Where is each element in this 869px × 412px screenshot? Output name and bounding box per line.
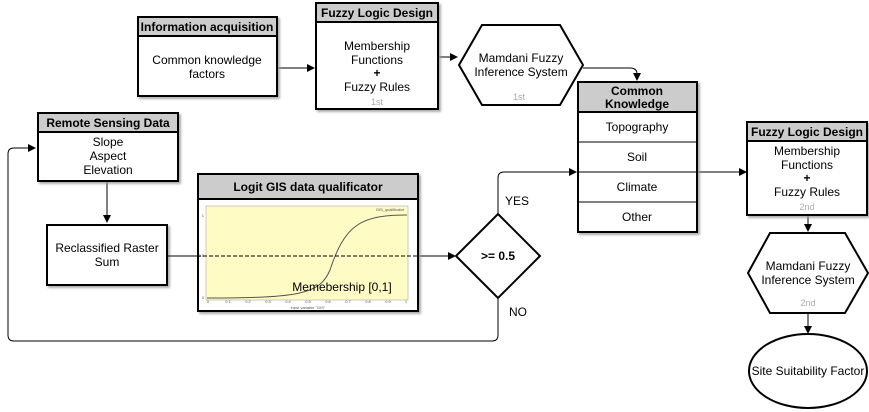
fld2-tag: 2nd xyxy=(799,202,814,212)
rs-line3: Elevation xyxy=(83,163,132,177)
xtick-6: 0.6 xyxy=(325,299,331,304)
common-item-topography: Topography xyxy=(606,120,669,134)
ytick-1: 1 xyxy=(202,213,205,218)
common-knowledge-table: Common Knowledge Topography Soil Climate… xyxy=(577,81,698,233)
xtick-3: 0.3 xyxy=(265,299,271,304)
mamdani1-line2: Inference System xyxy=(474,65,567,79)
arrow-mamdani1-to-common xyxy=(583,67,641,81)
xtick-5: 0.5 xyxy=(305,299,311,304)
xtick-1: 0.1 xyxy=(225,299,231,304)
ytick-0: 0 xyxy=(202,295,205,300)
xtick-10: 1 xyxy=(405,299,408,304)
rs-line2: Aspect xyxy=(90,149,127,163)
mamdani2-line2: Inference System xyxy=(761,273,854,287)
common-header-line1: Common xyxy=(611,84,663,98)
fld2-plus: + xyxy=(803,171,810,185)
plot-title: GIS_qualificator xyxy=(376,207,405,212)
fld2-header: Fuzzy Logic Design xyxy=(751,125,863,139)
reclass-line1: Reclassified Raster xyxy=(55,241,158,255)
mamdani2-line1: Mamdani Fuzzy xyxy=(766,259,851,273)
xtick-2: 0.2 xyxy=(245,299,251,304)
xaxis-label: input variable "GIS" xyxy=(291,305,326,310)
fld2-line3: Fuzzy Rules xyxy=(774,185,840,199)
connectors xyxy=(7,53,812,342)
logit-header: Logit GIS data qualificator xyxy=(233,180,383,194)
decision-no: NO xyxy=(509,305,527,319)
fld1-tag: 1st xyxy=(371,97,384,107)
ytick-0-5: 0.5 xyxy=(198,253,204,258)
mamdani2-tag: 2nd xyxy=(800,298,815,308)
fld2-line2: Functions xyxy=(781,158,833,172)
arrow-no-loop xyxy=(7,144,499,342)
membership-label: Memebership [0,1] xyxy=(292,280,391,294)
decision-label: >= 0.5 xyxy=(481,249,515,263)
arrow-yes-to-common xyxy=(497,168,577,214)
reclassified-raster-box: Reclassified Raster Sum xyxy=(46,224,168,286)
xtick-7: 0.7 xyxy=(345,299,351,304)
fld1-line3: Fuzzy Rules xyxy=(344,80,410,94)
logit-gis-qualificator: Logit GIS data qualificator GIS_qualific… xyxy=(167,173,419,312)
common-item-climate: Climate xyxy=(617,180,658,194)
info-header: Information acquisition xyxy=(141,20,274,34)
fld1-line2: Functions xyxy=(351,53,403,67)
xtick-9: 0.9 xyxy=(385,299,391,304)
common-header-line2: Knowledge xyxy=(605,97,669,111)
mamdani1-line1: Mamdani Fuzzy xyxy=(479,51,564,65)
information-acquisition-box: Information acquisition Common knowledge… xyxy=(137,16,278,97)
info-line2: factors xyxy=(189,67,225,81)
remote-sensing-box: Remote Sensing Data Slope Aspect Elevati… xyxy=(37,112,179,182)
mamdani-fis-1st: Mamdani Fuzzy Inference System 1st xyxy=(457,24,585,106)
result-label: Site Suitability Factor xyxy=(752,364,865,378)
common-item-soil: Soil xyxy=(627,150,647,164)
site-suitability-ellipse: Site Suitability Factor xyxy=(748,333,868,409)
fld2-line1: Membership xyxy=(774,144,840,158)
xtick-8: 0.8 xyxy=(365,299,371,304)
membership-plot: GIS_qualificator 0 0.1 0.2 0.3 0.4 0.5 0… xyxy=(198,205,409,310)
info-line1: Common knowledge xyxy=(152,53,262,67)
xtick-4: 0.4 xyxy=(285,299,291,304)
mamdani-fis-2nd: Mamdani Fuzzy Inference System 2nd xyxy=(746,232,869,314)
rs-line1: Slope xyxy=(93,135,124,149)
xtick-0: 0 xyxy=(207,299,210,304)
common-item-other: Other xyxy=(622,210,652,224)
fuzzy-logic-design-2nd: Fuzzy Logic Design Membership Functions … xyxy=(746,121,868,216)
membership-curve xyxy=(206,214,408,299)
reclass-line2: Sum xyxy=(95,255,120,269)
fuzzy-logic-design-1st: Fuzzy Logic Design Membership Functions … xyxy=(315,2,439,110)
decision-yes: YES xyxy=(505,194,529,208)
decision-diamond: >= 0.5 YES NO xyxy=(454,194,542,319)
fld1-header: Fuzzy Logic Design xyxy=(321,6,433,20)
fld1-plus: + xyxy=(373,66,380,80)
rs-header: Remote Sensing Data xyxy=(46,116,170,130)
fld1-line1: Membership xyxy=(344,39,410,53)
mamdani1-tag: 1st xyxy=(513,92,526,102)
